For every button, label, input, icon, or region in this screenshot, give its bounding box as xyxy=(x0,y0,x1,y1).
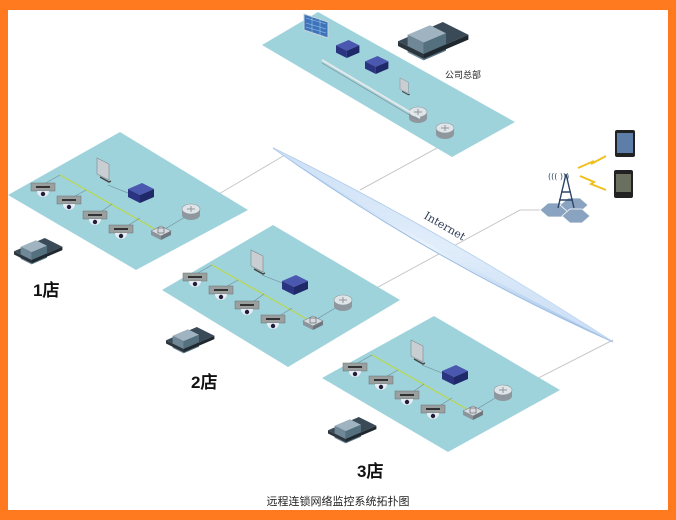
internet-cloud: Internet xyxy=(272,147,614,343)
mobile-zone: ((( ))) xyxy=(539,130,635,224)
smartphone-icon xyxy=(614,170,633,198)
diagram-caption: 远程连锁网络监控系统拓扑图 xyxy=(266,495,410,508)
router-icon xyxy=(181,203,201,221)
hq-building-icon xyxy=(398,22,469,61)
antenna-tower-icon: ((( ))) xyxy=(548,172,575,209)
router-icon xyxy=(493,384,513,402)
store-3-label: 3店 xyxy=(357,462,384,481)
tablet-icon xyxy=(615,130,635,157)
signal-bolt-icon xyxy=(577,155,607,169)
headquarters-zone xyxy=(262,12,515,157)
topology-diagram: Internet ((( ))) xyxy=(8,12,635,452)
store-3-zone xyxy=(322,316,560,452)
video-wall-icon xyxy=(303,13,329,39)
hq-router-icon xyxy=(435,122,455,140)
store-building-icon xyxy=(166,327,215,354)
diagram-canvas: Internet ((( ))) xyxy=(8,10,668,510)
signal-bolt-icon xyxy=(579,175,607,191)
headquarters-label: 公司总部 xyxy=(445,71,482,81)
store-building-icon xyxy=(328,417,377,444)
store-2-label: 2店 xyxy=(191,373,218,392)
store-1-label: 1店 xyxy=(33,281,60,300)
base-station-hex-icon xyxy=(539,197,591,224)
core-switch-icon xyxy=(408,106,428,124)
store-1-zone xyxy=(8,132,248,270)
svg-text:((( ))): ((( ))) xyxy=(548,172,569,181)
store-2-zone xyxy=(162,225,400,367)
store-building-icon xyxy=(14,238,63,265)
router-icon xyxy=(333,294,353,312)
